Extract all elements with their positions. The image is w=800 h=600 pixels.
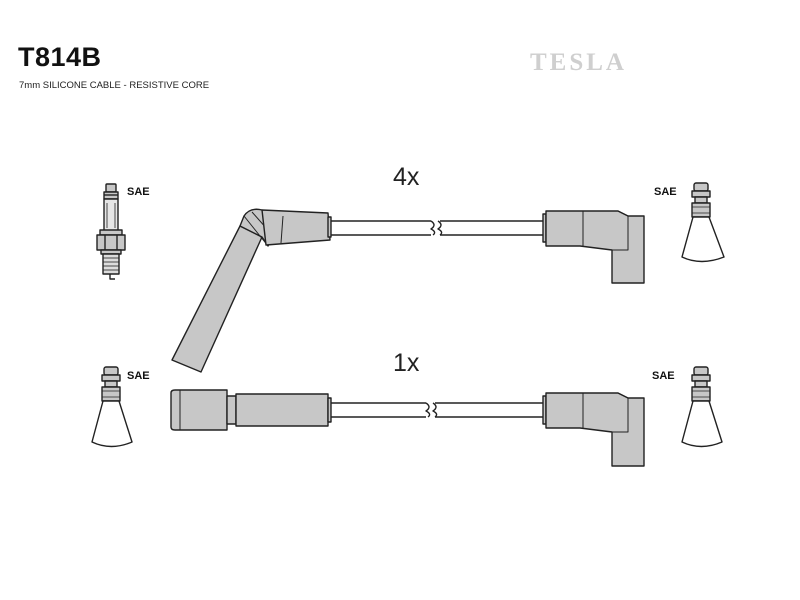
lead-2-cable: [331, 402, 543, 418]
lead-1-quantity: 4x: [393, 163, 420, 191]
lead-1-angled-boot: [171, 208, 332, 373]
lead-2-right-angle-boot: [542, 392, 645, 467]
lead-1-right-angle-boot: [542, 210, 645, 284]
lead-2-end-terminal-label: SAE: [652, 370, 675, 382]
lead-1-start-terminal-label: SAE: [127, 186, 150, 198]
part-number: T814B: [18, 42, 102, 72]
lead-2-straight-boot: [170, 389, 332, 431]
lead-2-start-terminal-label: SAE: [127, 370, 150, 382]
lead-2-quantity: 1x: [393, 349, 420, 377]
spark-plug-icon: [96, 183, 126, 280]
lead-2-start-terminal-icon: [91, 366, 133, 448]
lead-1-end-terminal-label: SAE: [654, 186, 677, 198]
cable-description: 7mm SILICONE CABLE - RESISTIVE CORE: [19, 80, 210, 91]
lead-1-end-terminal-icon: [681, 182, 725, 263]
lead-2-end-terminal-icon: [681, 366, 723, 448]
brand-logo: TESLA: [530, 49, 627, 76]
lead-1-cable: [331, 220, 543, 236]
